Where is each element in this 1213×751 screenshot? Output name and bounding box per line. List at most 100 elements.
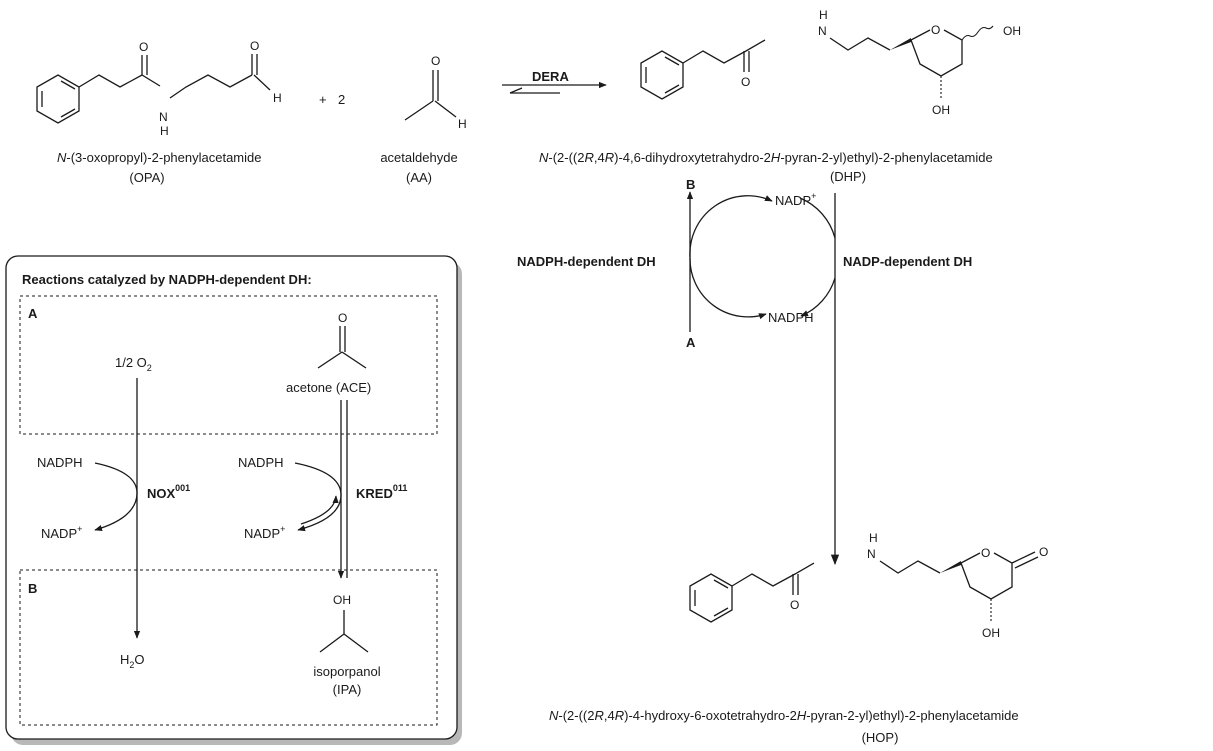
hop-lactone-o: O <box>1039 545 1048 559</box>
hop-ring-double-bond <box>713 607 729 617</box>
dhp-oh: OH <box>932 103 950 117</box>
acetone-structure: O <box>317 311 367 369</box>
kred-reverse-cofactor-arc <box>300 495 339 525</box>
ipa-name: isoporpanol <box>313 664 380 679</box>
dhp-abbr: (DHP) <box>830 169 866 184</box>
kred-label: KRED011 <box>356 483 407 501</box>
kred-cofactor-arc <box>294 462 342 532</box>
dhp-ring-double-bond <box>664 84 680 94</box>
opa-ring-double-bond <box>60 80 76 90</box>
dhp-chain <box>682 39 766 64</box>
dhp-wedge-bond <box>890 38 911 50</box>
opa-carbonyl-o: O <box>139 40 148 54</box>
hop-name: N-(2-((2R,4R)-4-hydroxy-6-oxotetrahydro-… <box>549 708 1019 723</box>
dhp-nh-n: N <box>818 24 827 38</box>
dhp-benzene-ring <box>640 50 684 100</box>
ipa-bond <box>343 633 369 653</box>
dera-equilibrium-arrow: DERA <box>502 69 607 94</box>
coefficient: 2 <box>338 92 345 107</box>
ipa-structure: OH <box>319 593 369 653</box>
hop-abbr: (HOP) <box>862 730 899 745</box>
dhp-ring-o-bond <box>910 29 931 41</box>
dhp-carbonyl-o: O <box>741 75 750 89</box>
opa-structure: O N H O H <box>36 39 282 138</box>
opa-aldehyde-h: H <box>273 91 282 105</box>
dhp-structure: O H N O OH OH <box>640 8 1021 117</box>
hop-structure: O H N O O OH <box>689 531 1048 640</box>
hop-pyranone-ring <box>960 552 1013 600</box>
cycle-label-a: A <box>686 335 696 350</box>
nox-nadp-plus: NADP+ <box>41 524 82 541</box>
hop-lactone-carbonyl <box>1014 556 1039 569</box>
aa-structure: O H <box>404 54 467 131</box>
dera-label: DERA <box>532 69 569 84</box>
cofactor-cycle: B A NADP+ NADPH NADPH-dependent DH NADP-… <box>517 177 972 350</box>
hop-lactone-carbonyl <box>1011 551 1036 564</box>
opa-chain-2 <box>169 74 253 99</box>
plus-sign: + <box>319 92 327 107</box>
ipa-abbr: (IPA) <box>333 682 362 697</box>
kred-nadph: NADPH <box>238 455 284 470</box>
oxygen-label: 1/2 O2 <box>115 355 152 373</box>
cycle-bottom-right-arc <box>800 277 836 317</box>
hop-oh: OH <box>982 626 1000 640</box>
ipa-oh: OH <box>333 593 351 607</box>
opa-aldehyde-o: O <box>250 39 259 53</box>
opa-ring-double-bond <box>60 108 76 118</box>
box-b-label: B <box>28 581 37 596</box>
nox-cofactor-arc <box>94 462 138 532</box>
dhp-nh-h: H <box>819 8 828 22</box>
cycle-top-right-arc <box>799 197 836 239</box>
hop-ring-o-bond <box>960 552 981 564</box>
cycle-nadph: NADPH <box>768 310 814 325</box>
hop-chain <box>731 562 815 587</box>
aa-methyl-bond <box>404 100 434 121</box>
dhp-ring-double-bond <box>664 56 680 66</box>
nox-label: NOX001 <box>147 483 190 501</box>
aa-h-bond <box>434 100 457 118</box>
cycle-bottom-left-arc <box>689 257 767 320</box>
cycle-nadp-plus: NADP+ <box>775 191 816 208</box>
box-a <box>19 295 438 435</box>
dhp-ring-o: O <box>931 23 940 37</box>
acetone-bond <box>317 351 343 369</box>
opa-nh-n: N <box>159 110 168 124</box>
aa-h: H <box>458 117 467 131</box>
acetone-o: O <box>338 311 347 325</box>
dhp-pyran-ring <box>910 29 963 77</box>
dhp-wavy-bond <box>961 25 994 41</box>
reverse-arrow-half-head <box>509 87 523 94</box>
aa-name: acetaldehyde <box>380 150 457 165</box>
opa-chain <box>78 74 161 88</box>
cycle-left-enzyme: NADPH-dependent DH <box>517 254 656 269</box>
dhp-anomeric-oh: OH <box>1003 24 1021 38</box>
dhp-name: N-(2-((2R,4R)-4,6-dihydroxytetrahydro-2H… <box>539 150 993 165</box>
hop-benzene-ring <box>689 573 733 623</box>
hop-ring-o: O <box>981 546 990 560</box>
hop-ethyl <box>879 560 941 574</box>
opa-aldehyde-h-bond <box>253 74 271 91</box>
hop-ring-double-bond <box>713 579 729 589</box>
acetone-label: acetone (ACE) <box>286 380 371 395</box>
kred-nadp-plus: NADP+ <box>244 524 285 541</box>
box-a-label: A <box>28 306 38 321</box>
opa-nh-h: H <box>160 124 169 138</box>
water-label: H2O <box>120 652 145 670</box>
hop-nh-n: N <box>867 547 876 561</box>
cycle-right-enzyme: NADP-dependent DH <box>843 254 972 269</box>
hop-wedge-bond <box>940 561 961 573</box>
nox-nadph: NADPH <box>37 455 83 470</box>
opa-benzene-ring <box>36 74 80 124</box>
acetone-bond <box>341 351 367 369</box>
opa-name: N-(3-oxopropyl)-2-phenylacetamide <box>57 150 261 165</box>
inset-title: Reactions catalyzed by NADPH-dependent D… <box>22 272 312 287</box>
hop-carbonyl-o: O <box>790 598 799 612</box>
ipa-bond <box>319 633 345 653</box>
aa-o: O <box>431 54 440 68</box>
opa-abbr: (OPA) <box>129 170 164 185</box>
inset-panel: Reactions catalyzed by NADPH-dependent D… <box>5 255 462 745</box>
dhp-ethyl <box>829 37 891 51</box>
cycle-top-left-arc <box>689 195 773 258</box>
